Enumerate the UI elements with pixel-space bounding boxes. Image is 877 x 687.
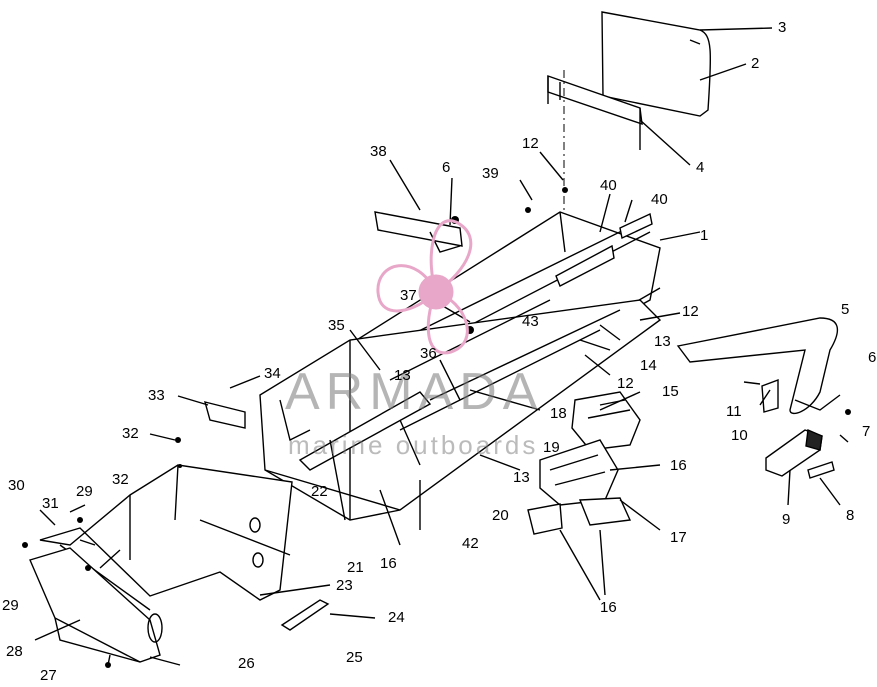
callout: 2	[751, 55, 760, 72]
callout: 37	[400, 287, 417, 304]
callout: 1	[700, 227, 709, 244]
callout: 26	[238, 655, 255, 672]
callout: 10	[731, 427, 748, 444]
callout: 42	[462, 535, 479, 552]
rail-25	[280, 599, 330, 631]
callout: 20	[492, 507, 509, 524]
callout: 28	[6, 643, 23, 660]
callout: 18	[550, 405, 567, 422]
callout: 5	[841, 301, 850, 318]
console-15	[571, 391, 641, 451]
callout: 11	[726, 403, 742, 420]
lower-chassis	[259, 299, 662, 521]
bracket-33	[204, 401, 246, 429]
callout: 7	[862, 423, 871, 440]
callout: 40	[600, 177, 617, 194]
callout: 38	[370, 143, 387, 160]
callout: 39	[482, 165, 499, 182]
callout: 31	[42, 495, 59, 512]
watermark-title: ARMADA	[285, 363, 544, 421]
front-plate-38	[374, 211, 463, 247]
callout: 29	[76, 483, 93, 500]
callout: 17	[670, 529, 687, 546]
callout: 14	[640, 357, 657, 374]
callout: 21	[347, 559, 364, 576]
callout: 13	[394, 367, 411, 384]
callout: 24	[388, 609, 405, 626]
callout: 6	[868, 349, 877, 366]
callout: 13	[654, 333, 671, 350]
callout: 12	[682, 303, 699, 320]
callout: 12	[522, 135, 539, 152]
callout: 9	[782, 511, 791, 528]
callout: 15	[662, 383, 679, 400]
callout: 29	[2, 597, 19, 614]
callout: 4	[696, 159, 705, 176]
callout: 25	[346, 649, 363, 666]
windshield-panel	[601, 11, 712, 117]
callout: 16	[380, 555, 397, 572]
callout: 6	[442, 159, 451, 176]
callout: 30	[8, 477, 25, 494]
callout: 3	[778, 19, 787, 36]
callout: 36	[420, 345, 437, 362]
callout: 23	[336, 577, 353, 594]
callout: 27	[40, 667, 57, 684]
callout: 35	[328, 317, 345, 334]
callout: 13	[513, 469, 530, 486]
callout: 40	[651, 191, 668, 208]
callout: 43	[522, 313, 539, 330]
rear-bumper	[676, 317, 839, 415]
callout: 32	[112, 471, 129, 488]
callout: 12	[617, 375, 634, 392]
callout: 16	[600, 599, 617, 616]
callout: 33	[148, 387, 165, 404]
callout: 32	[122, 425, 139, 442]
callout: 22	[311, 483, 328, 500]
watermark-subtitle: marine outboards	[288, 430, 539, 460]
propeller-logo-icon	[376, 219, 473, 355]
callout: 16	[670, 457, 687, 474]
callout: 19	[543, 439, 560, 456]
callout: 8	[846, 507, 855, 524]
front-nose-23	[39, 464, 293, 601]
callout: 34	[264, 365, 281, 382]
